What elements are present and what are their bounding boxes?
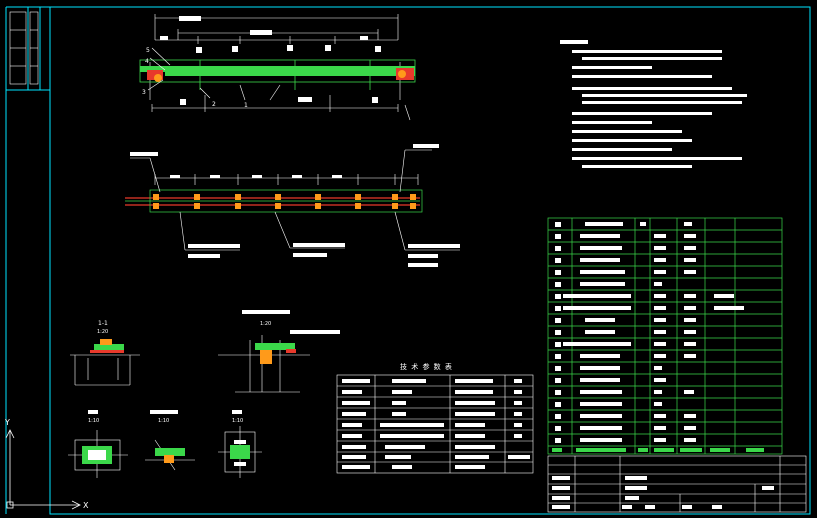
detail-b-heading (150, 410, 178, 414)
detail-c-heading (232, 410, 242, 414)
main-elevation-view: 5 4 3 2 1 (139, 14, 416, 121)
ucs-x-label: X (83, 501, 89, 510)
dim-text-b (360, 36, 368, 40)
side-binding-strip (9, 11, 39, 85)
callout-3: 3 (142, 89, 146, 96)
callout-4: 4 (145, 58, 149, 65)
detail-b-scale: 1:10 (158, 418, 169, 424)
detail-c-scale: 1:10 (232, 418, 243, 424)
detail-a-heading (88, 410, 98, 414)
ucs-axis-icon: Y X (4, 418, 89, 510)
section-1-1: 1-1 1:20 (70, 320, 140, 386)
ucs-y-label: Y (4, 418, 10, 427)
params-table-title: 技 术 参 数 表 (400, 362, 453, 371)
section-1-1-label: 1-1 (98, 320, 108, 327)
parts-list-table (547, 217, 783, 455)
callout-5: 5 (146, 47, 150, 54)
detail-a-scale: 1:10 (88, 418, 99, 424)
section-1-1-scale: 1:20 (97, 329, 108, 335)
sheet-frame (5, 6, 811, 515)
section-2-2: 1:20 (218, 310, 340, 393)
technical-parameters-table: 技 术 参 数 表 (336, 362, 534, 474)
plan-view (125, 144, 460, 267)
section-2-2-note (290, 330, 340, 334)
technical-notes (560, 40, 747, 168)
title-block (547, 455, 807, 513)
detail-views: 1:10 1:10 1:10 (68, 410, 262, 478)
dim-text-overall (179, 16, 201, 21)
section-2-2-heading (242, 310, 290, 314)
section-2-2-scale: 1:20 (260, 321, 271, 327)
dim-text-span (250, 30, 272, 35)
dim-text-a (160, 36, 168, 40)
callout-2: 2 (212, 101, 216, 108)
callout-1: 1 (244, 102, 248, 109)
